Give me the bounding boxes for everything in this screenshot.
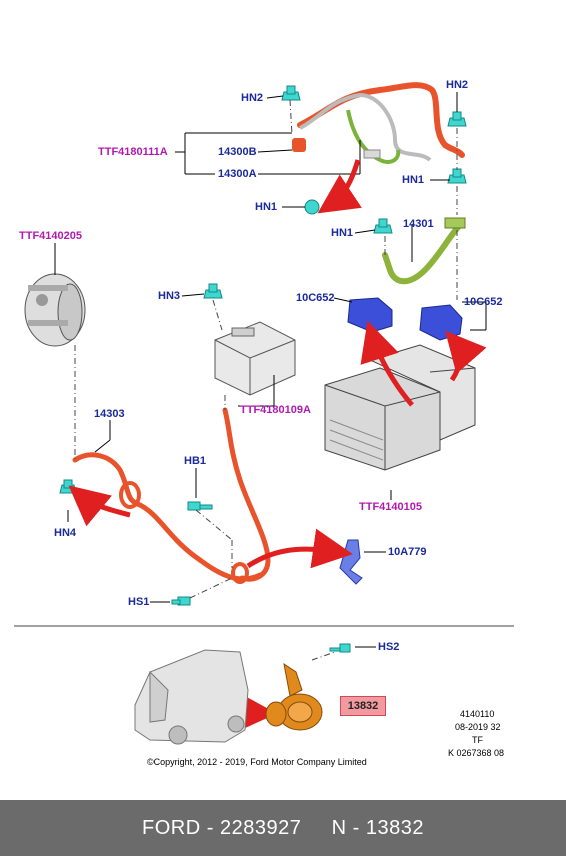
label-14300a: 14300A <box>218 168 257 180</box>
label-hs1: HS1 <box>128 596 150 608</box>
horn-13832 <box>265 662 323 731</box>
ref-code-line3: TF <box>472 735 483 745</box>
label-10a779: 10A779 <box>388 546 427 558</box>
label-hn1-right: HN1 <box>402 174 425 186</box>
label-ttf4180109a: TTF4180109A <box>240 404 311 416</box>
label-14300b: 14300B <box>218 146 257 158</box>
label-10c652-right: 10C652 <box>464 296 503 308</box>
label-10c652-left: 10C652 <box>296 292 335 304</box>
footer-banner: FORD - 2283927 N - 13832 <box>0 800 566 856</box>
label-hn4: HN4 <box>54 527 77 539</box>
alternator <box>24 273 86 347</box>
label-hn1-mid: HN1 <box>331 227 354 239</box>
starter-cable-14303 <box>72 407 271 584</box>
label-ttf4140205: TTF4140205 <box>19 230 82 242</box>
batteries <box>324 344 476 471</box>
ref-code-line4: K 0267368 08 <box>448 748 505 758</box>
label-hn1-left: HN1 <box>255 201 278 213</box>
footer-brand-part: FORD - 2283927 <box>142 816 302 839</box>
label-hn2-left: HN2 <box>241 92 264 104</box>
ground-strap-14301 <box>382 217 466 285</box>
ref-code-line2: 08-2019 32 <box>455 722 501 732</box>
label-14301: 14301 <box>403 218 434 230</box>
leader-lines <box>54 92 487 648</box>
guide-lines <box>74 99 458 661</box>
copyright-text: ©Copyright, 2012 - 2019, Ford Motor Comp… <box>147 757 367 767</box>
label-ttf4180111a: TTF4180111A <box>98 146 168 158</box>
bracket-10a779 <box>339 539 363 585</box>
ref-code-line1: 4140110 <box>460 709 495 719</box>
van-illustration <box>134 649 249 745</box>
label-14303: 14303 <box>94 408 125 420</box>
fuse-box <box>214 321 296 396</box>
label-hs2: HS2 <box>378 641 400 653</box>
label-hb1: HB1 <box>184 455 207 467</box>
label-13832: 13832 <box>340 696 386 716</box>
battery-terminals <box>347 297 463 341</box>
label-ttf4140105: TTF4140105 <box>359 501 422 513</box>
label-hn2-right: HN2 <box>446 79 469 91</box>
battery-cable-14300 <box>292 82 465 164</box>
label-hn3: HN3 <box>158 290 181 302</box>
parts-diagram <box>14 82 514 745</box>
footer-n-part: N - 13832 <box>331 816 424 839</box>
